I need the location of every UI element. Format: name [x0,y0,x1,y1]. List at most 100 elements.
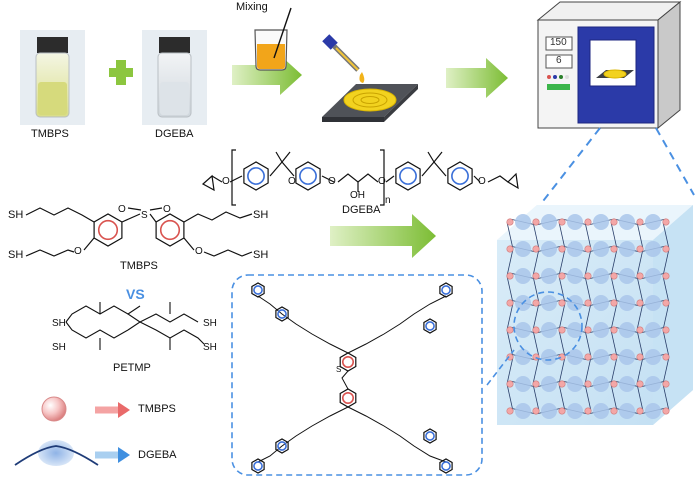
network-crosslink-node [584,272,592,280]
petmp-arm-2 [65,305,129,323]
dgeba-isopropylidene-2 [421,161,447,177]
network-chain-node [515,349,531,365]
petmp-core [127,305,141,331]
crosslink-end-ring-4-aromatic [253,461,263,471]
tmbps-ring-left-aromatic [97,219,119,241]
network-crosslink-node [558,245,566,253]
network-crosslink-node [584,380,592,388]
network-chain-node [567,268,583,284]
dgeba-structure [201,149,519,206]
network-crosslink-node [662,245,670,253]
network-chain-node [567,241,583,257]
network-crosslink-node [662,326,670,334]
network-chain-node [593,349,609,365]
dgeba-name: DGEBA [342,204,381,216]
network-crosslink-node [662,299,670,307]
network-chain-node [515,322,531,338]
tmbps-so-2 [149,207,163,211]
network-crosslink-node [558,407,566,415]
network-crosslink-node [636,245,644,253]
network-line-col-4 [610,221,618,412]
network-chain-node [619,214,635,230]
tmbps-o-sulfonyl-2: O [163,204,171,215]
dgeba-o-5: O [478,176,486,187]
network-line-col-3 [584,221,592,412]
vial-label-dgeba: DGEBA [155,128,194,140]
network-chain-node [541,214,557,230]
tmbps-sh-4: SH [253,249,269,261]
crosslink-end-ring-0-aromatic [253,285,263,295]
petmp-arm-3 [139,313,199,323]
tmbps-bond-s-left [121,213,141,223]
crosslink-ring-top-aromatic [341,355,355,369]
network-crosslink-node [558,299,566,307]
crosslink-end-ring-7 [423,428,437,444]
network-crosslink-node [636,353,644,361]
network-crosslink-node [558,218,566,226]
dgeba-ring-2 [295,161,321,191]
vial-label-tmbps: TMBPS [31,128,69,140]
network-line-col-1 [532,221,540,412]
dgeba-bond [229,175,243,183]
legend-label-dgeba: DGEBA [138,449,177,461]
network-crosslink-node [610,272,618,280]
network-crosslink-node [506,407,514,415]
network-chain-node [541,241,557,257]
tmbps-chain-bottom-left [25,249,75,257]
dgeba-bond [321,175,335,183]
network-chain-node [645,295,661,311]
network-chain-node [645,376,661,392]
network-crosslink-node [662,380,670,388]
network-line-col-6 [662,221,670,412]
dgeba-o-2: O [288,176,296,187]
crosslink-arm-br [347,406,447,463]
network-chain-node [593,268,609,284]
crosslink-end-ring-4 [251,458,265,474]
network-crosslink-node [506,272,514,280]
tmbps-sh-2: SH [8,249,24,261]
network-chain-node [593,295,609,311]
tmbps-structure [25,207,253,257]
network-chain-node [619,403,635,419]
crosslink-end-ring-5-aromatic [277,441,287,451]
tmbps-so-1 [127,207,142,211]
network-crosslink-node [506,353,514,361]
network-chain-node [541,403,557,419]
dgeba-methyl [281,151,291,163]
dgeba-o-3: O [328,176,336,187]
vial-tmbps-photo [20,30,85,125]
tmbps-sh-3: SH [253,209,269,221]
network-crosslink-node [506,245,514,253]
crosslink-end-ring-2-aromatic [441,285,451,295]
vs-label: VS [126,286,145,302]
network-chain-node [515,403,531,419]
network-crosslink-node [506,218,514,226]
crosslink-arm-tr [347,295,447,354]
network-crosslink-node [584,407,592,415]
tmbps-chain-top-left [25,207,95,223]
petmp-sh-1: SH [52,318,66,329]
network-crosslink-node [662,353,670,361]
dropper-icon [322,34,365,83]
crosslink-end-ring-6 [439,458,453,474]
network-chain-node [619,241,635,257]
network-crosslink-node [662,218,670,226]
dgeba-o-1: O [222,176,230,187]
network-line-col-2 [558,221,566,412]
network-line-col-0 [506,221,514,412]
tmbps-chain-bottom-right [203,249,253,257]
crosslink-detail-box [231,274,483,476]
dgeba-epoxide-right [507,172,519,190]
petmp-arm-1 [65,321,129,339]
dgeba-bracket-left [231,149,236,206]
network-crosslink-node [532,407,540,415]
network-crosslink-node [662,272,670,280]
arrow-to-network [330,214,436,258]
dgeba-o-4: O [378,176,386,187]
dgeba-oh: OH [350,190,365,201]
network-chain-node [645,214,661,230]
crosslink-sulfonyl [341,370,349,390]
network-chain-node [619,268,635,284]
network-cube [497,205,693,425]
